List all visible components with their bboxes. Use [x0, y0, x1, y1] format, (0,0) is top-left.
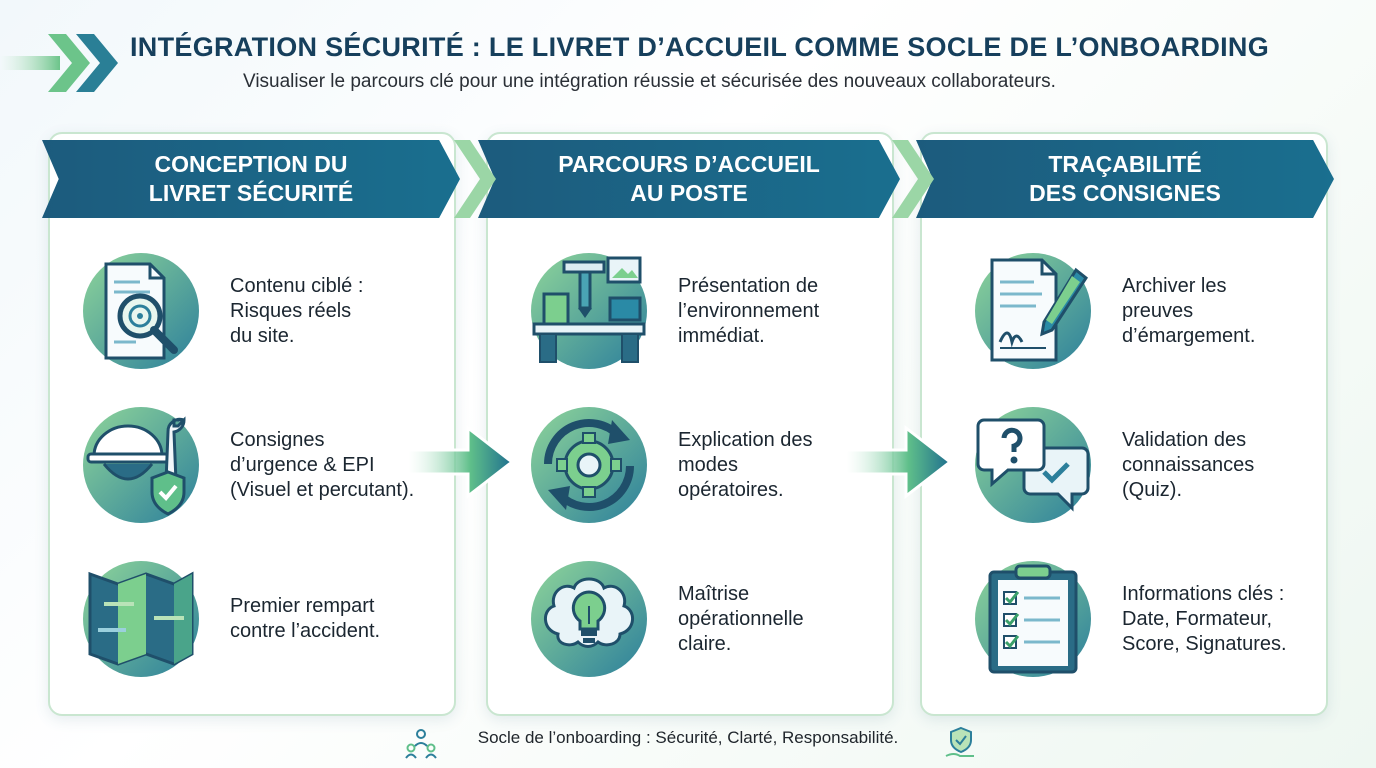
- item-text: Informations clés : Date, Formateur, Sco…: [1122, 582, 1287, 655]
- list-item: Validation des connaissances (Quiz).: [972, 404, 1342, 526]
- gear-cycle-icon: [528, 404, 650, 526]
- signed-document-pen-icon: [972, 250, 1094, 372]
- column-header-tracabilite: TRAÇABILITÉ DES CONSIGNES: [916, 140, 1334, 218]
- list-item: Maîtrise opérationnelle claire.: [528, 558, 898, 680]
- header-chevron-arrows-icon: [0, 34, 118, 92]
- list-item: Informations clés : Date, Formateur, Sco…: [972, 558, 1342, 680]
- column-header-parcours: PARCOURS D’ACCUEIL AU POSTE: [478, 140, 900, 218]
- banner-chevron-icon: [892, 140, 934, 218]
- item-text: Contenu ciblé : Risques réels du site.: [230, 274, 364, 347]
- document-magnifier-icon: [80, 250, 202, 372]
- column-header-conception: CONCEPTION DU LIVRET SÉCURITÉ: [42, 140, 460, 218]
- shield-hand-icon: [945, 726, 974, 757]
- item-text: Validation des connaissances (Quiz).: [1122, 428, 1255, 501]
- banner-chevron-icon: [454, 140, 496, 218]
- helmet-wrench-shield-icon: [80, 404, 202, 526]
- footer-caption: Socle de l’onboarding : Sécurité, Clarté…: [477, 728, 899, 747]
- folded-map-icon: [80, 558, 202, 680]
- brain-lightbulb-icon: [528, 558, 650, 680]
- page-title: INTÉGRATION SÉCURITÉ : LE LIVRET D’ACCUE…: [130, 32, 1270, 62]
- item-text: Présentation de l’environnement immédiat…: [678, 274, 820, 347]
- list-item: Contenu ciblé : Risques réels du site.: [80, 250, 450, 372]
- quiz-speech-bubbles-icon: [972, 404, 1094, 526]
- item-text: Archiver les preuves d’émargement.: [1122, 274, 1256, 347]
- page-subtitle: Visualiser le parcours clé pour une inté…: [243, 71, 1056, 92]
- checklist-clipboard-icon: [972, 558, 1094, 680]
- item-text: Maîtrise opérationnelle claire.: [678, 582, 804, 655]
- list-item: Présentation de l’environnement immédiat…: [528, 250, 898, 372]
- item-text: Explication des modes opératoires.: [678, 428, 813, 501]
- item-text: Consignes d’urgence & EPI (Visuel et per…: [230, 428, 415, 501]
- list-item: Consignes d’urgence & EPI (Visuel et per…: [80, 404, 450, 526]
- list-item: Archiver les preuves d’émargement.: [972, 250, 1342, 372]
- flow-arrow-icon: [408, 424, 515, 500]
- flow-arrow-icon: [846, 424, 953, 500]
- item-text: Premier rempart contre l’accident.: [230, 595, 381, 642]
- list-item: Premier rempart contre l’accident.: [80, 558, 450, 680]
- workstation-icon: [528, 250, 650, 372]
- team-network-icon: [405, 729, 437, 759]
- list-item: Explication des modes opératoires.: [528, 404, 898, 526]
